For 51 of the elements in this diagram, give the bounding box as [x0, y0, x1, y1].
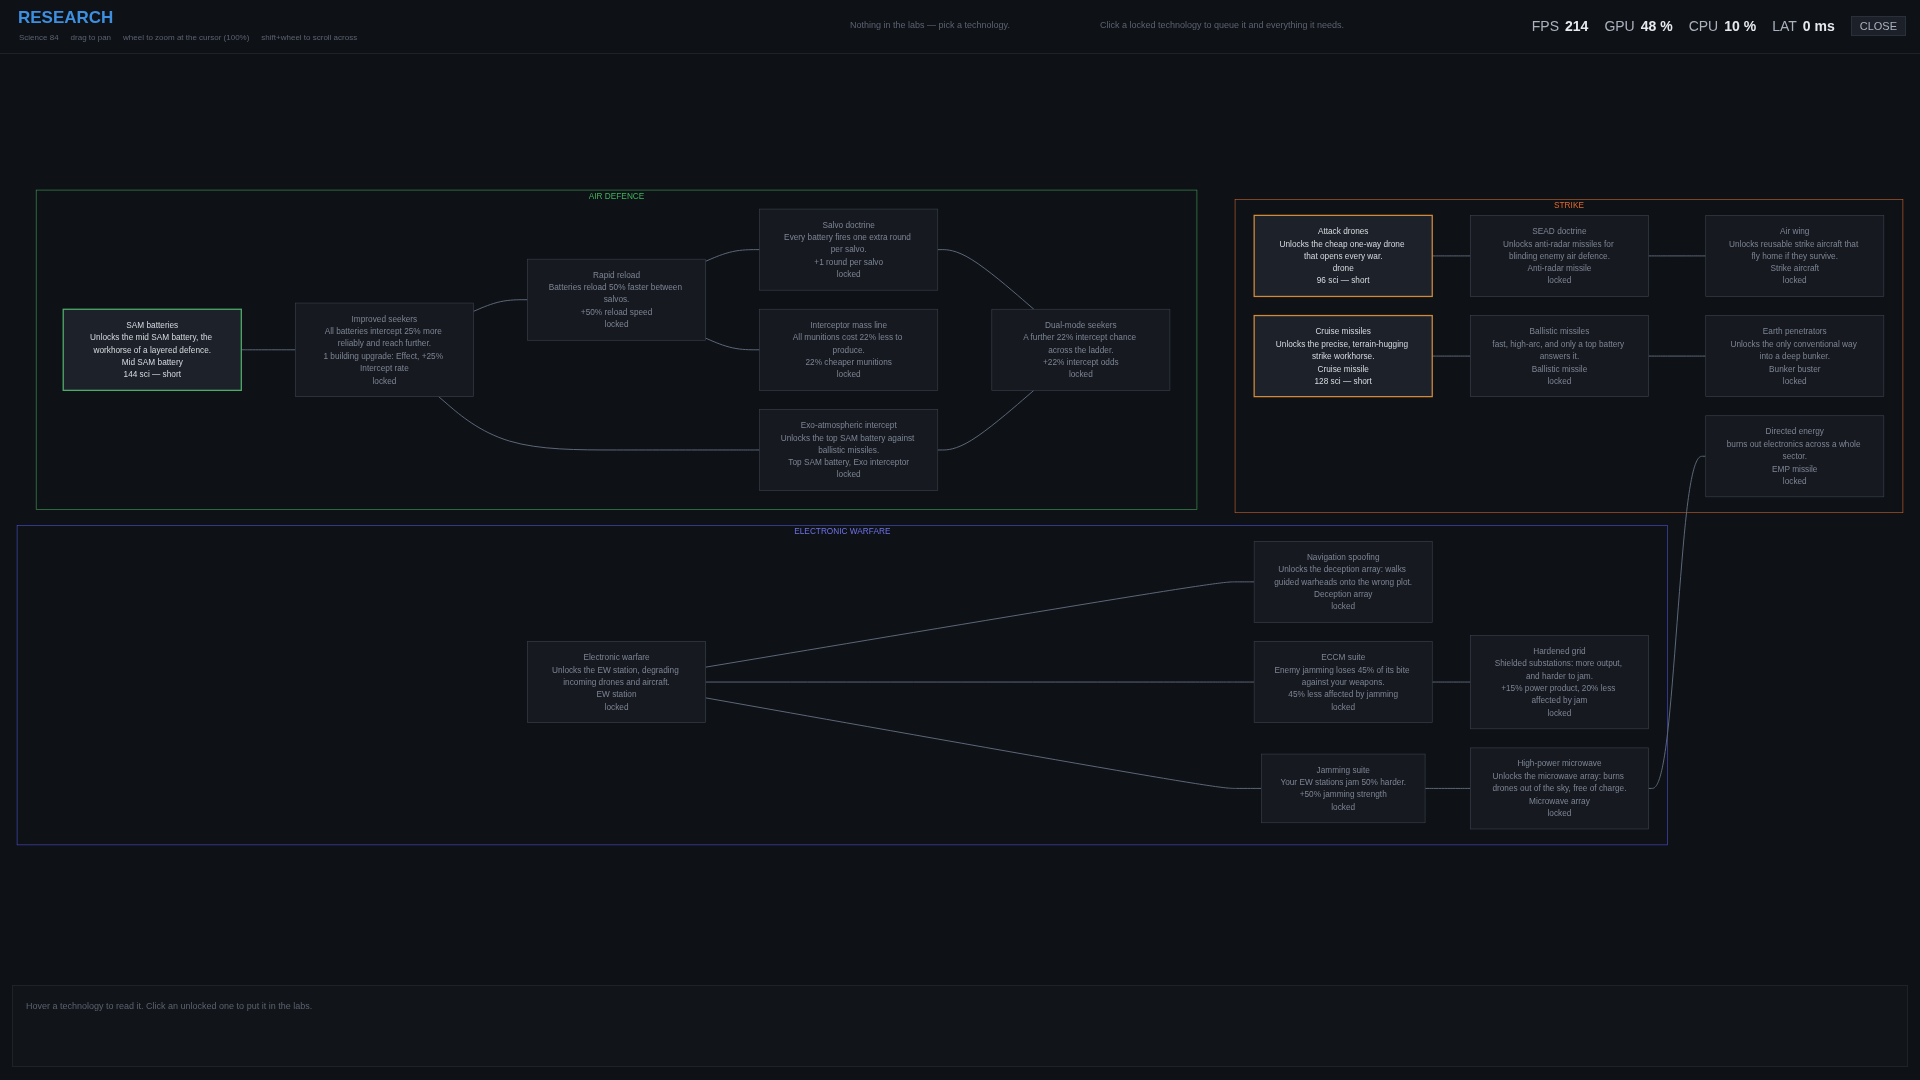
- node-box: SAM batteries Unlocks the mid SAM battery, the workhorse of a layered defence. Mid SAM battery 144 sci — short: [62, 308, 242, 391]
- node-box: Air wing Unlocks reusable strike aircraft that fly home if they survive. Strike aircraft locked: [1705, 215, 1885, 297]
- node-box: ECCM suite Enemy jamming loses 45% of its bite against your weapons. 45% less affected by jamming locked: [1253, 641, 1433, 723]
- hint-text: Click a locked technology to queue it and everything it needs.: [1099, 20, 1345, 30]
- stat-label: LAT: [1772, 18, 1797, 34]
- connector: [438, 396, 761, 451]
- node-box: Navigation spoofing Unlocks the deception array: walks guided warheads onto the wrong plot. Deception array locked: [1253, 541, 1433, 623]
- node-box: Interceptor mass line All munitions cost 22% less to produce. 22% cheaper munitions locked: [759, 308, 939, 391]
- node-box: Electronic warfare Unlocks the EW station, degrading incoming drones and aircraft. EW station locked: [527, 641, 706, 723]
- page-title: RESEARCH: [18, 8, 114, 28]
- node-box: Attack drones Unlocks the cheap one-way drone that opens every war. drone 96 sci — short: [1253, 214, 1433, 298]
- hint-text: shift+wheel to scroll across: [261, 33, 358, 42]
- connector: [1648, 455, 1707, 789]
- hint-text: wheel to zoom at the cursor (100%): [123, 33, 250, 42]
- node-box: Improved seekers All batteries intercept 25% more reliably and reach further. 1 building upgrade: Effect, +25% Intercept rate locked: [295, 302, 474, 397]
- connector: [1648, 355, 1707, 357]
- node-box: Dual-mode seekers A further 22% intercept chance across the ladder. +22% intercept odds locked: [991, 308, 1171, 391]
- node-box: Directed energy burns out electronics across a whole sector. EMP missile locked: [1705, 415, 1885, 498]
- connector: [1431, 681, 1471, 683]
- node-box: SEAD doctrine Unlocks anti-radar missiles for blinding enemy air defence. Anti-radar missile locked: [1470, 215, 1649, 297]
- connector: [705, 681, 1255, 683]
- hint-text: Nothing in the labs — pick a technology.: [850, 20, 1010, 30]
- connector: [1648, 255, 1707, 257]
- node-box: Hardened grid Shielded substations: more output, and harder to jam. +15% power product, 20% less affected by jam locked: [1470, 635, 1649, 730]
- close-button: CLOSE: [1850, 16, 1906, 36]
- node-box: Cruise missiles Unlocks the precise, terrain-hugging strike workhorse. Cruise missile 128 sci — short: [1253, 314, 1433, 398]
- connector: [937, 389, 1035, 451]
- stat-value: 48 %: [1640, 18, 1673, 34]
- node-box: Ballistic missiles fast, high-arc, and only a top battery answers it. Ballistic missile locked: [1470, 315, 1649, 397]
- hint-text: drag to pan: [70, 33, 112, 42]
- connector: [705, 697, 1262, 789]
- stat-label: GPU: [1604, 18, 1635, 34]
- stat-value: 0 ms: [1802, 18, 1835, 34]
- stat-label: CPU: [1688, 18, 1719, 34]
- connector: [705, 249, 761, 262]
- node-box: Earth penetrators Unlocks the only conventional way into a deep bunker. Bunker buster locked: [1705, 315, 1885, 397]
- connector: [1424, 787, 1471, 789]
- stat-value: 10 %: [1724, 18, 1757, 34]
- stat-label: FPS: [1531, 18, 1560, 34]
- connector: [937, 249, 1035, 310]
- node-box: Jamming suite Your EW stations jam 50% harder. +50% jamming strength locked: [1261, 753, 1426, 824]
- connector: [472, 299, 528, 312]
- node-box: Salvo doctrine Every battery fires one extra round per salvo. +1 round per salvo locked: [759, 208, 939, 291]
- hint-text: Science 84: [19, 33, 59, 42]
- node-box: Rapid reload Batteries reload 50% faster between salvos. +50% reload speed locked: [527, 258, 706, 341]
- node-box: High-power microwave Unlocks the microwave array: burns drones out of the sky, free of charge. Microwave array locked: [1470, 747, 1649, 830]
- stat-value: 214: [1565, 18, 1589, 34]
- hint-text: Hover a technology to read it. Click an unlocked one to put it in the labs.: [26, 1001, 313, 1011]
- connector: [705, 337, 761, 351]
- connector: [705, 581, 1255, 668]
- node-box: Exo-atmospheric intercept Unlocks the top SAM battery against ballistic missiles. Top SAM battery, Exo interceptor locked: [759, 409, 939, 491]
